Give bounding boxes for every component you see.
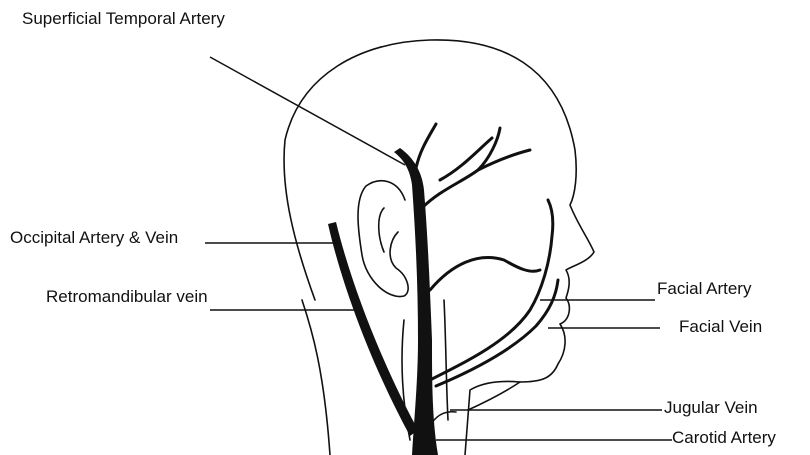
leader-superficial-temporal (210, 57, 405, 165)
label-retromandibular-vein: Retromandibular vein (46, 288, 208, 305)
neck-back-outline (302, 300, 330, 455)
label-occipital-artery-vein: Occipital Artery & Vein (10, 229, 178, 246)
temporal-branch-mid (440, 138, 492, 180)
label-jugular-vein: Jugular Vein (664, 399, 758, 416)
transverse-facial-branch (430, 258, 540, 290)
label-carotid-artery: Carotid Artery (672, 429, 776, 446)
facial-artery (430, 200, 553, 380)
ear-inner (379, 208, 384, 252)
facial-vein (436, 280, 558, 386)
label-superficial-temporal-artery: Superficial Temporal Artery (22, 10, 225, 27)
head-outline (284, 40, 594, 455)
vessel-outline-2 (444, 300, 448, 420)
label-facial-artery: Facial Artery (657, 280, 751, 297)
ear-outline (358, 181, 408, 297)
label-facial-vein: Facial Vein (679, 318, 762, 335)
temporal-branch-upper (416, 124, 436, 168)
